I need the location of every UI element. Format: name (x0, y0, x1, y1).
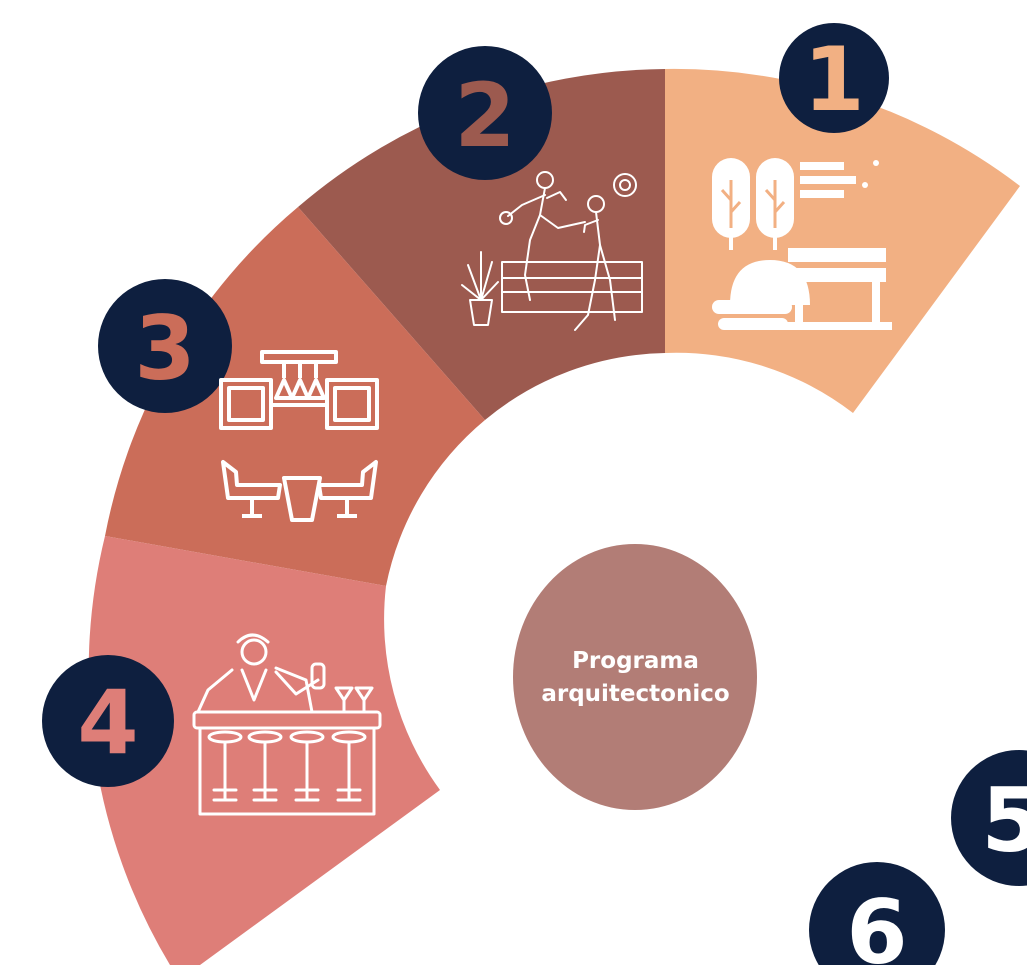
badge-5-number: 5 (981, 769, 1027, 872)
park-bench-icon (712, 158, 892, 330)
center-label: Programa arquitectonico (513, 545, 758, 810)
badge-1: 1 (779, 23, 889, 133)
badge-4-number: 4 (77, 671, 138, 774)
bartender-icon (192, 633, 382, 816)
lounge-furniture-icon (219, 350, 379, 522)
center-label-line2: arquitectonico (541, 680, 730, 707)
center-label-line1: Programa (572, 648, 699, 675)
badge-1-number: 1 (803, 28, 864, 131)
badge-3-number: 3 (134, 297, 195, 400)
badge-2-number: 2 (454, 64, 515, 167)
kickboxing-icon (461, 171, 643, 331)
center-circle (513, 544, 757, 810)
badge-5: 5 (951, 750, 1027, 886)
badge-6: 6 (809, 862, 945, 965)
badge-3: 3 (98, 279, 232, 413)
badge-4: 4 (42, 655, 174, 787)
segment-2 (298, 69, 665, 420)
badge-6-number: 6 (846, 881, 907, 965)
badge-2: 2 (418, 46, 552, 180)
